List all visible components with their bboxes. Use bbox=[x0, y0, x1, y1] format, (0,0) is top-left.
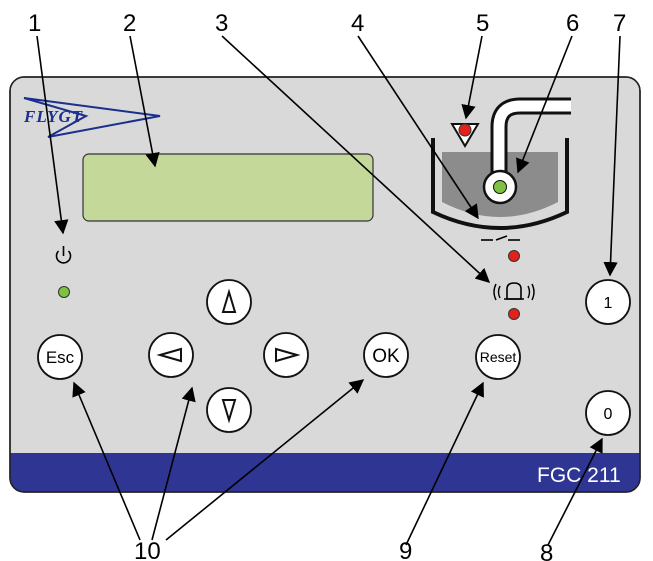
left-button[interactable] bbox=[148, 332, 194, 378]
reset-button-label: Reset bbox=[480, 349, 517, 365]
lcd-display bbox=[82, 153, 374, 222]
callout-1: 1 bbox=[28, 10, 41, 37]
up-button[interactable] bbox=[206, 279, 252, 325]
bottom-stripe bbox=[10, 453, 640, 492]
logo-text: FLYGT bbox=[23, 107, 83, 126]
callout-3: 3 bbox=[215, 10, 228, 37]
esc-button-label: Esc bbox=[46, 348, 75, 367]
level-switch-icon bbox=[481, 235, 520, 241]
callout-6: 6 bbox=[566, 10, 579, 37]
start-button[interactable]: 1 bbox=[585, 279, 631, 325]
callout-8: 8 bbox=[540, 540, 553, 561]
ok-button[interactable]: OK bbox=[363, 332, 409, 378]
reset-button[interactable]: Reset bbox=[475, 334, 521, 380]
flygt-logo: FLYGT bbox=[23, 97, 161, 138]
down-triangle-icon bbox=[221, 399, 237, 424]
right-triangle-icon bbox=[275, 347, 301, 363]
alarm-led bbox=[508, 308, 520, 320]
level-switch-led bbox=[508, 250, 520, 262]
power-icon bbox=[55, 246, 72, 264]
control-panel bbox=[9, 76, 641, 493]
ok-button-label: OK bbox=[372, 346, 400, 367]
power-led bbox=[58, 286, 70, 298]
stop-button[interactable]: 0 bbox=[585, 390, 631, 436]
callout-lines bbox=[36, 35, 621, 546]
alarm-bell-icon bbox=[493, 282, 535, 301]
model-label: FGC 211 bbox=[537, 464, 621, 487]
esc-button[interactable]: Esc bbox=[37, 334, 83, 380]
callout-4: 4 bbox=[351, 10, 364, 37]
stop-button-label: 0 bbox=[604, 406, 613, 423]
callout-5: 5 bbox=[476, 10, 489, 37]
up-triangle-icon bbox=[221, 288, 237, 313]
callout-9: 9 bbox=[399, 538, 412, 561]
callout-10: 10 bbox=[134, 538, 161, 561]
down-button[interactable] bbox=[206, 387, 252, 433]
callout-2: 2 bbox=[123, 10, 136, 37]
callout-7: 7 bbox=[613, 10, 626, 37]
start-button-label: 1 bbox=[604, 295, 613, 312]
right-button[interactable] bbox=[263, 332, 309, 378]
left-triangle-icon bbox=[156, 347, 182, 363]
level-triangle-icon bbox=[450, 123, 480, 148]
